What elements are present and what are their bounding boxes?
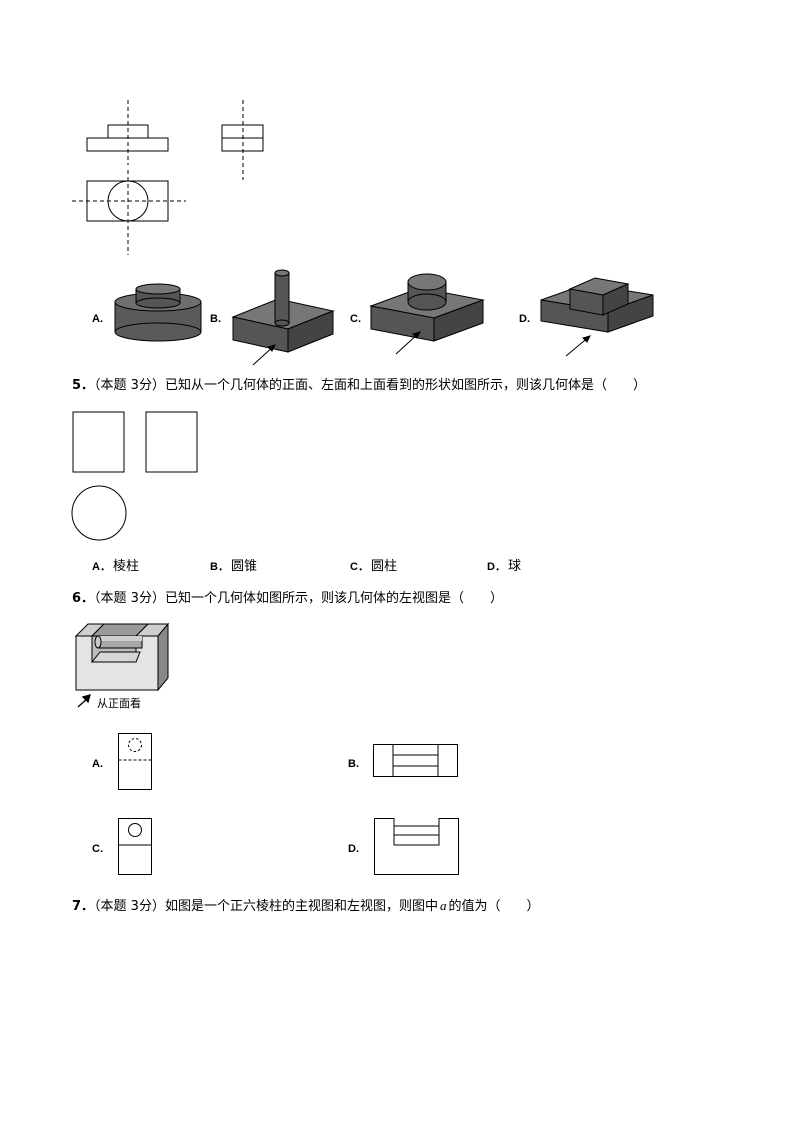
option-label: B. xyxy=(348,758,359,770)
q6-option-c[interactable]: C. xyxy=(92,841,103,856)
question-number: 6． xyxy=(72,591,95,606)
question-number: 5． xyxy=(72,378,95,393)
q6-option-b-figure xyxy=(373,744,458,777)
q6-option-a-figure xyxy=(118,733,152,790)
question-text: 已知从一个几何体的正面、左面和上面看到的形状如图所示，则该几何体是（ ） xyxy=(164,378,646,393)
question-6-stem: 6．（本题 3分）已知一个几何体如图所示，则该几何体的左视图是（ ） xyxy=(72,591,503,607)
q6-option-d[interactable]: D. xyxy=(348,841,359,856)
option-text: 圆柱 xyxy=(370,559,397,574)
q5-option-d[interactable]: D．球 xyxy=(487,559,521,574)
question-text: 如图是一个正六棱柱的主视图和左视图，则图中 xyxy=(164,899,438,914)
view-direction-arrow-icon xyxy=(77,694,91,708)
q4-option-b[interactable]: B. xyxy=(210,311,221,326)
option-label: C． xyxy=(350,561,369,573)
q4-option-a[interactable]: A. xyxy=(92,311,103,326)
q4-option-c-figure xyxy=(369,273,485,355)
option-label: D． xyxy=(487,561,506,573)
q6-solid-figure xyxy=(74,622,170,692)
q6-option-d-figure xyxy=(374,818,459,875)
question-score: （本题 3分） xyxy=(94,899,165,914)
q6-option-c-figure xyxy=(118,818,152,875)
q6-option-b[interactable]: B. xyxy=(348,756,359,771)
option-label: A. xyxy=(92,313,103,325)
option-label: A. xyxy=(92,758,103,770)
q4-three-view-figure xyxy=(72,100,264,255)
q5-three-view-figure xyxy=(71,411,198,541)
q5-option-c[interactable]: C．圆柱 xyxy=(350,559,397,574)
question-score: （本题 3分） xyxy=(94,591,165,606)
variable-a: a xyxy=(439,898,447,913)
q4-option-b-figure xyxy=(231,269,335,366)
view-direction-caption: 从正面看 xyxy=(97,697,141,710)
option-label: C. xyxy=(350,313,361,325)
q4-option-a-figure xyxy=(114,283,202,342)
q4-option-d[interactable]: D. xyxy=(519,311,530,326)
question-text-end: 的值为（ ） xyxy=(448,899,540,914)
option-text: 棱柱 xyxy=(112,559,139,574)
q5-option-a[interactable]: A．棱柱 xyxy=(92,559,139,574)
option-label: B. xyxy=(210,313,221,325)
question-number: 7． xyxy=(72,899,95,914)
q6-option-a[interactable]: A. xyxy=(92,756,103,771)
q4-option-d-figure xyxy=(540,277,654,357)
option-label: D. xyxy=(519,313,530,325)
option-label: A． xyxy=(92,561,111,573)
option-label: C. xyxy=(92,843,103,855)
question-text: 已知一个几何体如图所示，则该几何体的左视图是（ ） xyxy=(164,591,503,606)
option-label: B． xyxy=(210,561,229,573)
q4-option-c[interactable]: C. xyxy=(350,311,361,326)
option-text: 圆锥 xyxy=(230,559,257,574)
q5-option-b[interactable]: B．圆锥 xyxy=(210,559,257,574)
option-text: 球 xyxy=(507,559,521,574)
question-5-stem: 5．（本题 3分）已知从一个几何体的正面、左面和上面看到的形状如图所示，则该几何… xyxy=(72,378,646,394)
option-label: D. xyxy=(348,843,359,855)
question-score: （本题 3分） xyxy=(94,378,165,393)
